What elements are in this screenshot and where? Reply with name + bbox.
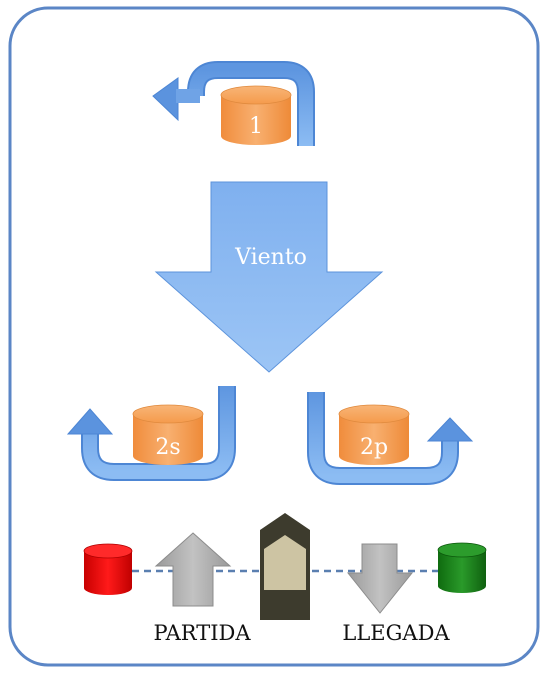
buoy-2s-label: 2s	[155, 435, 180, 460]
buoy-1-label: 1	[249, 114, 263, 139]
start-direction-arrow	[154, 532, 232, 607]
finish-label: LLEGADA	[342, 621, 450, 645]
buoy-2p-label: 2p	[360, 435, 388, 460]
rounding-arrow-2p	[307, 392, 474, 485]
rounding-arrow-2s	[66, 386, 236, 481]
start-label: PARTIDA	[153, 621, 251, 645]
start-mark-red	[83, 543, 133, 595]
buoy-1: 1	[220, 85, 292, 145]
committee-boat	[260, 513, 310, 620]
wind-arrow: Viento	[154, 181, 384, 373]
finish-mark-green	[437, 542, 487, 593]
wind-label: Viento	[234, 245, 307, 270]
buoy-2s: 2s	[132, 404, 204, 465]
rounding-arrow-1	[152, 61, 315, 146]
finish-direction-arrow	[346, 543, 414, 614]
buoy-2p: 2p	[338, 404, 410, 465]
